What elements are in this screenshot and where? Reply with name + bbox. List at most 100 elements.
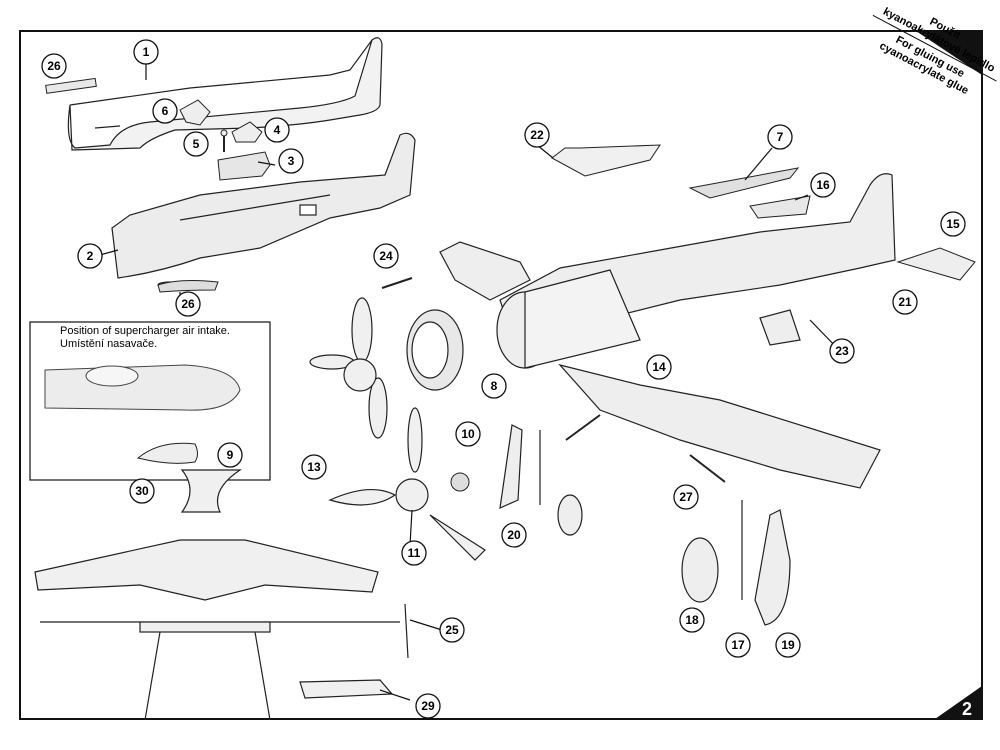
callout-25: 25 [439,617,465,643]
callout-label: 4 [274,123,281,137]
callout-label: 20 [507,528,521,542]
callout-circle [77,243,103,269]
glue-note: Použít kyanoakrylátové lepidlo For gluin… [872,6,997,97]
part-16-panel [749,195,811,219]
callout-14: 14 [646,354,672,380]
callout-label: 9 [227,448,234,462]
part-3-floor [217,151,271,181]
callout-6: 6 [152,98,178,124]
part-15-tailplane [896,247,976,281]
callout-26: 26 [41,53,67,79]
gear-left [499,424,583,536]
callout-label: 22 [530,128,544,142]
callout-label: 5 [193,137,200,151]
callout-circle [673,484,699,510]
callout-circle [455,421,481,447]
callout-circle [301,454,327,480]
callout-circle [373,243,399,269]
inset-caption-czech: Umístění nasavače. [60,338,157,350]
callout-label: 8 [491,379,498,393]
callout-30: 30 [129,478,155,504]
callout-label: 6 [162,104,169,118]
callout-circle [725,632,751,658]
callout-circle [829,338,855,364]
callout-label: 27 [679,490,693,504]
callout-26: 26 [175,291,201,317]
callout-label: 14 [652,360,666,374]
part-4-seat [231,121,263,143]
callout-circle [175,291,201,317]
inset-caption-english: Position of supercharger air intake. [60,325,230,337]
callout-circle [810,172,836,198]
callout-label: 11 [408,546,421,560]
main-aircraft [439,173,896,489]
callout-9: 9 [217,442,243,468]
callout-label: 13 [307,460,321,474]
callout-circle [481,373,507,399]
callout-circle [501,522,527,548]
callout-8: 8 [481,373,507,399]
callout-circle [41,53,67,79]
callout-24: 24 [373,243,399,269]
callout-label: 3 [288,154,295,168]
callout-label: 24 [379,249,393,263]
callout-label: 26 [47,59,61,73]
callout-label: 25 [445,623,459,637]
callout-label: 10 [461,427,475,441]
part-8-cowl-ring [406,309,464,391]
part-27-upper [565,414,601,441]
callout-circle [775,632,801,658]
callout-circle [133,39,159,65]
inset-fuselage [44,364,241,411]
callout-4: 4 [264,117,290,143]
callout-circle [679,607,705,633]
spinner-assembly [328,407,486,561]
callout-label: 1 [143,45,150,59]
page-frame [19,30,983,720]
callout-circle [278,148,304,174]
callout-label: 23 [835,344,849,358]
callout-22: 22 [524,122,550,148]
callout-label: 26 [181,297,195,311]
page-number: 2 [962,699,972,719]
callout-label: 18 [685,613,699,627]
callout-circle [401,540,427,566]
callout-circle [183,131,209,157]
part-6 [179,99,211,126]
callout-label: 15 [946,217,960,231]
inset-box [29,321,271,481]
part-27-lower [689,454,726,483]
callout-label: 16 [816,178,830,192]
callout-circle [439,617,465,643]
callout-circle [646,354,672,380]
callout-20: 20 [501,522,527,548]
callout-label: 7 [777,130,784,144]
callout-circle [264,117,290,143]
callout-circle [940,211,966,237]
callout-1: 1 [133,39,159,65]
callout-13: 13 [301,454,327,480]
callout-circle [524,122,550,148]
callout-label: 21 [898,295,912,309]
callout-11: 11 [401,540,427,566]
callout-15: 15 [940,211,966,237]
lower-wing-section [34,469,409,721]
callout-label: 29 [421,699,435,713]
callout-29: 29 [415,693,441,719]
part-7-panel [688,167,800,199]
part-9-air-intake [136,442,198,464]
part-26-exhausts [157,280,219,293]
callout-circle [217,442,243,468]
part-10-hub [450,472,470,492]
callout-7: 7 [767,124,793,150]
callout-18: 18 [679,607,705,633]
callout-label: 17 [731,638,745,652]
callout-circle [767,124,793,150]
callout-3: 3 [278,148,304,174]
part-26-strip-top [45,77,97,94]
callout-label: 2 [87,249,94,263]
callout-10: 10 [455,421,481,447]
callout-16: 16 [810,172,836,198]
callout-circle [415,693,441,719]
